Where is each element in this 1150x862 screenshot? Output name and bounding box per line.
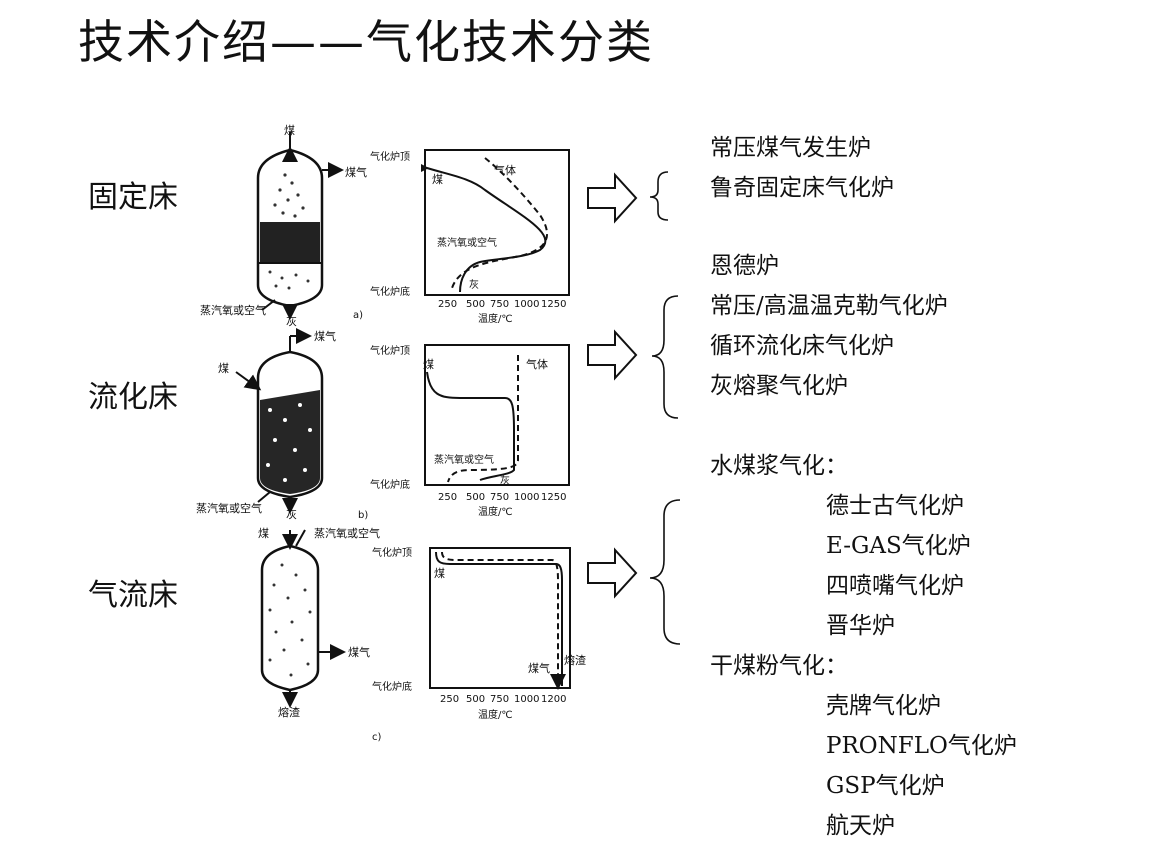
- list-item: 航天炉: [826, 813, 895, 839]
- chart-bottom-label: 气化炉底: [372, 680, 412, 693]
- chart-coal-label: 煤: [423, 358, 434, 371]
- reactor-fixed-bed: 煤 煤气 蒸汽氧或空气 灰 a): [200, 124, 367, 328]
- tick-label: 1000: [514, 492, 539, 503]
- x-axis-label: 温度/℃: [478, 505, 513, 518]
- list-item: 常压煤气发生炉: [710, 135, 871, 161]
- label-coal: 煤: [284, 124, 295, 137]
- chart-ash-label: 灰: [469, 278, 479, 291]
- brace-icon: [649, 171, 669, 221]
- list-item: 恩德炉: [710, 253, 779, 279]
- group-label: 水煤浆气化：: [710, 453, 848, 479]
- list-item: 循环流化床气化炉: [710, 333, 894, 359]
- tick-label: 750: [490, 694, 509, 705]
- list-item: 德士古气化炉: [826, 493, 964, 519]
- sub-label: c): [372, 732, 381, 743]
- label-gas: 煤气: [348, 645, 370, 659]
- tick-label: 500: [466, 694, 485, 705]
- label-coal: 煤: [218, 362, 229, 375]
- chart-top-label: 气化炉顶: [370, 344, 410, 357]
- chart-bottom-label: 气化炉底: [370, 478, 410, 491]
- tick-label: 1250: [541, 299, 566, 310]
- tick-label: 1000: [514, 299, 539, 310]
- list-item: 四喷嘴气化炉: [826, 573, 964, 599]
- tick-label: 750: [490, 492, 509, 503]
- list-item: 晋华炉: [826, 613, 895, 639]
- list-item: 鲁奇固定床气化炉: [710, 175, 894, 201]
- label-gas: 煤气: [345, 165, 367, 179]
- arrow-right-icon: [587, 329, 638, 381]
- tick-label: 1000: [514, 694, 539, 705]
- label-ash: 灰: [286, 507, 297, 521]
- label-steam: 蒸汽氧或空气: [314, 526, 380, 540]
- list-item: PRONFLO气化炉: [826, 733, 1017, 759]
- x-axis-label: 温度/℃: [478, 708, 513, 721]
- list-item: 灰熔聚气化炉: [710, 373, 848, 399]
- arrow-right-icon: [587, 547, 638, 599]
- chart-slag-label: 熔渣: [564, 653, 586, 667]
- tick-label: 1250: [541, 492, 566, 503]
- list-item: E-GAS气化炉: [826, 533, 971, 559]
- chart-coal-label: 煤: [434, 567, 445, 580]
- chart-coal-label: 煤: [432, 173, 443, 186]
- label-ash: 灰: [286, 314, 297, 328]
- chart-top-label: 气化炉顶: [370, 150, 410, 163]
- temperature-chart-c: 气化炉顶 气化炉底 煤 煤气 熔渣 250 500 750 1000 1200 …: [372, 546, 586, 721]
- tick-label: 250: [438, 492, 457, 503]
- category-fluidized-bed: 流化床: [88, 380, 178, 415]
- list-item: 壳牌气化炉: [826, 693, 941, 719]
- label-coal: 煤: [258, 527, 269, 540]
- chart-top-label: 气化炉顶: [372, 546, 412, 559]
- list-item: 常压/高温温克勒气化炉: [710, 293, 948, 319]
- category-fixed-bed: 固定床: [88, 180, 178, 215]
- tick-label: 500: [466, 492, 485, 503]
- chart-gas-label: 煤气: [528, 661, 550, 675]
- x-axis-label: 温度/℃: [478, 312, 513, 325]
- sub-label: a): [353, 310, 363, 321]
- tick-label: 250: [438, 299, 457, 310]
- group-label: 干煤粉气化：: [710, 653, 848, 679]
- list-item: GSP气化炉: [826, 773, 945, 799]
- label-gas: 煤气: [314, 329, 336, 343]
- category-entrained-flow: 气流床: [88, 578, 178, 613]
- arrow-right-icon: [587, 172, 638, 224]
- temperature-chart-a: 气化炉顶 气化炉底 煤 气体 蒸汽氧或空气 灰 250 500 750 1000…: [370, 149, 570, 325]
- sub-label: b): [358, 510, 368, 521]
- reactor-entrained-flow: 煤 蒸汽氧或空气 煤气 熔渣 c): [258, 526, 381, 743]
- label-slag: 熔渣: [278, 705, 300, 719]
- chart-steam-label: 蒸汽氧或空气: [434, 453, 494, 466]
- chart-gas-label: 气体: [494, 163, 516, 177]
- brace-icon: [649, 499, 681, 645]
- temperature-chart-b: 气化炉顶 气化炉底 煤 气体 蒸汽氧或空气 灰 250 500 750 1000…: [370, 344, 570, 518]
- label-steam: 蒸汽氧或空气: [200, 303, 266, 317]
- chart-steam-label: 蒸汽氧或空气: [437, 236, 497, 249]
- chart-ash-label: 灰: [500, 474, 510, 487]
- tick-label: 1200: [541, 694, 566, 705]
- tick-label: 500: [466, 299, 485, 310]
- tick-label: 750: [490, 299, 509, 310]
- brace-icon: [651, 295, 679, 419]
- label-steam: 蒸汽氧或空气: [196, 501, 262, 515]
- tick-label: 250: [440, 694, 459, 705]
- chart-gas-label: 气体: [526, 357, 548, 371]
- reactor-fluidized-bed: 煤气 煤 蒸汽氧或空气 灰 b): [196, 328, 368, 521]
- chart-bottom-label: 气化炉底: [370, 285, 410, 298]
- page-title: 技术介绍——气化技术分类: [78, 15, 654, 69]
